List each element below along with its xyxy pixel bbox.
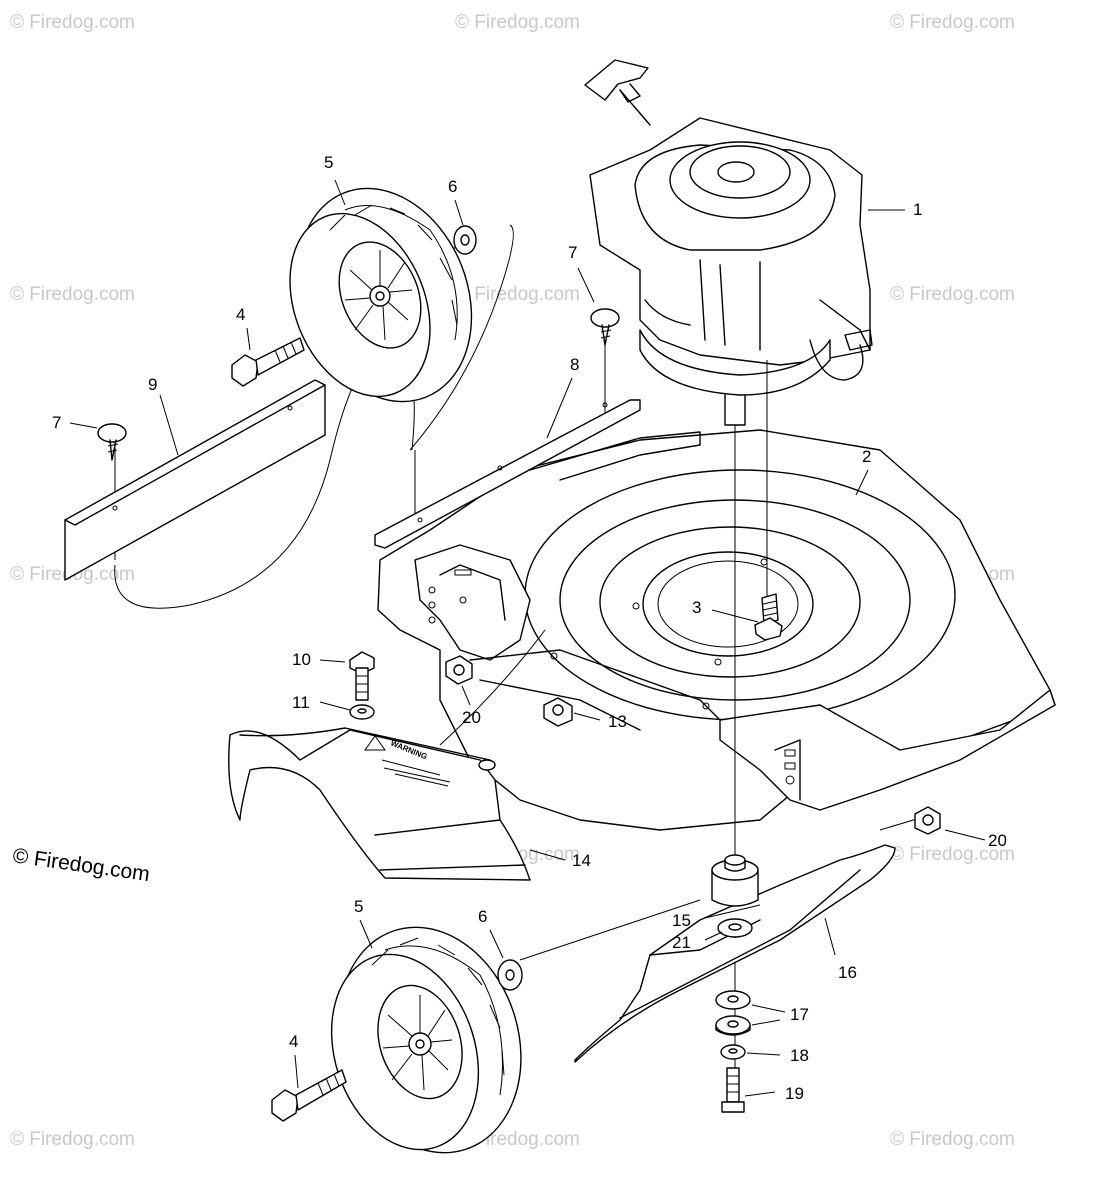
callout-5-bottom: 5 (354, 897, 363, 916)
washer-6-top-hole (460, 234, 470, 246)
callout-1: 1 (913, 200, 922, 219)
callout-5-top: 5 (324, 153, 333, 172)
callout-7-left: 7 (52, 413, 61, 432)
washer-6-top (453, 225, 477, 255)
blade-adapter-bolt (754, 593, 783, 641)
mower-deck (377, 429, 1056, 831)
callout-labels: 1 2 3 4 4 5 5 6 6 7 7 8 9 10 11 13 14 15… (52, 153, 1007, 1103)
callout-4-top: 4 (236, 305, 245, 324)
blade-adapter (711, 854, 759, 938)
nut-20-left (445, 655, 473, 685)
nut-20-right (914, 806, 941, 835)
callout-16: 16 (838, 963, 857, 982)
watermark-text: © Firedog.com (890, 12, 1015, 33)
callout-6-bottom: 6 (478, 907, 487, 926)
screw-left (97, 423, 127, 461)
left-baffle (64, 379, 326, 581)
right-baffle (374, 399, 641, 549)
callout-20-left: 20 (462, 708, 481, 727)
callout-17: 17 (790, 1005, 809, 1024)
watermark-text: © Firedog.com (890, 1129, 1015, 1150)
callout-8: 8 (570, 355, 579, 374)
engine (584, 59, 873, 426)
blade-hardware (715, 990, 751, 1113)
callout-19: 19 (785, 1084, 804, 1103)
callout-15: 15 (672, 911, 691, 930)
callout-13: 13 (608, 712, 627, 731)
watermark-text: © Firedog.com (10, 1129, 135, 1150)
screw-right (590, 308, 620, 346)
rear-deflector: WARNING (228, 727, 531, 881)
wheel-bolt-top (231, 337, 305, 387)
front-wheel (330, 926, 522, 1154)
callout-11: 11 (292, 693, 310, 712)
watermark-text: © Firedog.com (10, 284, 135, 305)
watermark-text: © Firedog.com (455, 12, 580, 33)
callout-21: 21 (672, 933, 691, 952)
callout-7-right: 7 (568, 243, 577, 262)
nut-13 (543, 697, 573, 727)
callout-20-right: 20 (988, 831, 1007, 850)
chute-bolt-and-washer (349, 651, 375, 745)
watermark-text: © Firedog.com (455, 284, 580, 305)
callout-4-bottom: 4 (289, 1032, 298, 1051)
callout-6-top: 6 (448, 177, 457, 196)
callout-9: 9 (148, 375, 157, 394)
rear-wheel (289, 187, 473, 403)
watermark-text: © Firedog.com (10, 12, 135, 33)
callout-2: 2 (862, 447, 871, 466)
callout-3: 3 (692, 598, 701, 617)
wheel-bolt-bottom (271, 1069, 347, 1122)
washer-6-bottom (497, 959, 523, 991)
washer-6-bottom-hole (505, 969, 515, 981)
callout-10: 10 (292, 650, 311, 669)
callout-18: 18 (790, 1046, 809, 1065)
copyright-text: © Firedog.com (11, 844, 151, 886)
watermark-text: © Firedog.com (890, 284, 1015, 305)
leader-lines (69, 179, 986, 1097)
callout-14: 14 (572, 851, 591, 870)
watermark-text: © Firedog.com (890, 844, 1015, 865)
